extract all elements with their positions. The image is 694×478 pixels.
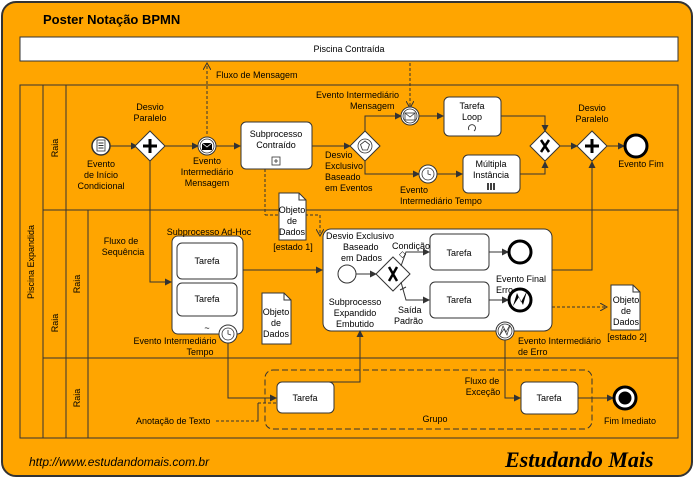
data-obj-2-label-1: Objeto	[263, 307, 290, 317]
error-bolt-icon	[513, 291, 527, 306]
embedded-end-event	[507, 239, 533, 265]
state-2-label: [estado 2]	[607, 332, 647, 342]
embedded-task-1-label: Tarefa	[446, 248, 471, 258]
exception-flow-label-2: Exceção	[466, 387, 501, 397]
data-obj-3-label-1: Objeto	[613, 295, 640, 305]
gw-parallel-2-label-2: Paralelo	[575, 114, 608, 124]
data-obj-1-label-3: Dados	[279, 227, 306, 237]
end-event	[623, 133, 649, 159]
default-exit-label-1: Saída	[398, 305, 422, 315]
data-obj-3-label-2: de	[621, 306, 631, 316]
ev-msg-2-label-2: Mensagem	[350, 101, 395, 111]
lane3-task-label: Tarefa	[292, 393, 317, 403]
default-exit-label-2: Padrão	[394, 316, 423, 326]
ev-msg-1-label-1: Evento	[193, 156, 221, 166]
task-multi-label-2: Instância	[473, 170, 509, 180]
subproc-expanded-label-3: Embutido	[336, 319, 374, 329]
ev-timer-1-label-2: Intermediário Tempo	[400, 196, 482, 206]
data-obj-2-label-3: Dados	[263, 329, 290, 339]
gw-event-label-2: Exclusivo	[325, 161, 363, 171]
pentagon-icon	[360, 140, 370, 151]
embedded-start-event	[337, 264, 357, 284]
seq-flow-label-2: Sequência	[102, 247, 145, 257]
ev-timer-2-label-1: Evento Intermediário	[133, 336, 216, 346]
start-cond-label-2: de Início	[84, 170, 118, 180]
task-loop-label-1: Tarefa	[459, 101, 484, 111]
group-label: Grupo	[422, 414, 447, 424]
end-error-label-1: Evento Final	[496, 274, 546, 284]
group	[264, 369, 593, 430]
data-object-2	[261, 292, 292, 345]
expanded-pool	[19, 84, 679, 439]
ev-msg-2-label-1: Evento Intermediário	[316, 90, 399, 100]
text-annotation: Anotação de Texto	[136, 416, 210, 426]
lane-2b-label: Raia	[72, 389, 82, 408]
adhoc-task-2-label: Tarefa	[194, 294, 219, 304]
lane-2-label: Raia	[50, 314, 60, 333]
ev-timer-2-label-2: Tempo	[186, 347, 213, 357]
footer-url: http://www.estudandomais.com.br	[29, 455, 210, 469]
embedded-task-2-label: Tarefa	[446, 295, 471, 305]
collapsed-pool-label: Piscina Contraída	[313, 44, 384, 54]
task-multi-label-1: Múltipla	[475, 159, 506, 169]
expanded-subprocess	[322, 228, 553, 332]
start-cond-label-1: Evento	[87, 159, 115, 169]
ev-error-label-2: de Erro	[518, 347, 548, 357]
subproc-expanded-label-2: Expandido	[334, 308, 377, 318]
seq-flow-label-1: Fluxo de	[104, 236, 139, 246]
data-object-3	[610, 284, 641, 331]
subproc-collapsed-label-2: Contraído	[256, 140, 296, 150]
task-loop-label-2: Loop	[462, 112, 482, 122]
end-event-label: Evento Fim	[618, 159, 664, 169]
gw-parallel-1-label-1: Desvio	[136, 102, 164, 112]
gw-event-label-3: Baseado	[325, 172, 361, 182]
gw-parallel-1-label-2: Paralelo	[133, 113, 166, 123]
data-obj-1-label-2: de	[287, 216, 297, 226]
ev-error-label-1: Evento Intermediário	[518, 336, 601, 346]
adhoc-label: Subprocesso Ad-Hoc	[167, 227, 252, 237]
gw-parallel-2-label-1: Desvio	[578, 103, 606, 113]
data-object-1	[278, 192, 307, 241]
lane-2a-label: Raia	[72, 275, 82, 294]
diamond-condition-icon: ◇	[399, 249, 406, 259]
x-marker-icon	[539, 139, 551, 153]
gw-event-label-1: Desvio	[325, 150, 353, 160]
ev-timer-1-label-1: Evento	[400, 185, 428, 195]
adhoc-task-2	[176, 282, 238, 317]
data-obj-3-label-3: Dados	[613, 317, 640, 327]
state-1-label: [estado 1]	[273, 242, 313, 252]
x-marker-icon-2	[387, 266, 399, 282]
gw-data-label-2: Baseado	[343, 242, 379, 252]
loop-icon	[468, 124, 476, 132]
data-obj-1-label-1: Objeto	[279, 205, 306, 215]
condition-label: Condição	[392, 241, 430, 251]
poster-title: Poster Notação BPMN	[43, 12, 180, 27]
start-cond-label-3: Condicional	[77, 181, 124, 191]
footer-brand: Estudando Mais	[504, 447, 654, 472]
subproc-collapsed-label-1: Subprocesso	[250, 129, 303, 139]
gw-data-label-3: em Dados	[341, 253, 383, 263]
end-error-label-2: Erro	[496, 285, 513, 295]
msg-flow-label: Fluxo de Mensagem	[216, 70, 298, 80]
gw-event-label-4: em Eventos	[325, 183, 373, 193]
data-obj-2-label-2: de	[271, 318, 281, 328]
subproc-expanded-label-1: Subprocesso	[329, 297, 382, 307]
expanded-pool-label: Piscina Expandida	[26, 225, 36, 299]
adhoc-task-1-label: Tarefa	[194, 256, 219, 266]
ev-msg-1-label-2: Intermediário	[181, 167, 234, 177]
multi-instance-icon	[487, 183, 495, 190]
exception-task-label: Tarefa	[536, 393, 561, 403]
end-terminate-label: Fim Imediato	[604, 416, 656, 426]
lane-1-label: Raia	[50, 139, 60, 158]
adhoc-tilde-icon: ~	[204, 323, 209, 333]
exception-flow-label-1: Fluxo de	[465, 376, 500, 386]
ev-msg-1-label-3: Mensagem	[185, 178, 230, 188]
adhoc-task-1	[176, 242, 238, 280]
error-bolt-outline-icon	[499, 324, 511, 336]
gw-data-label-1: Desvio Exclusivo	[326, 231, 394, 241]
collapsed-pool	[19, 36, 679, 62]
